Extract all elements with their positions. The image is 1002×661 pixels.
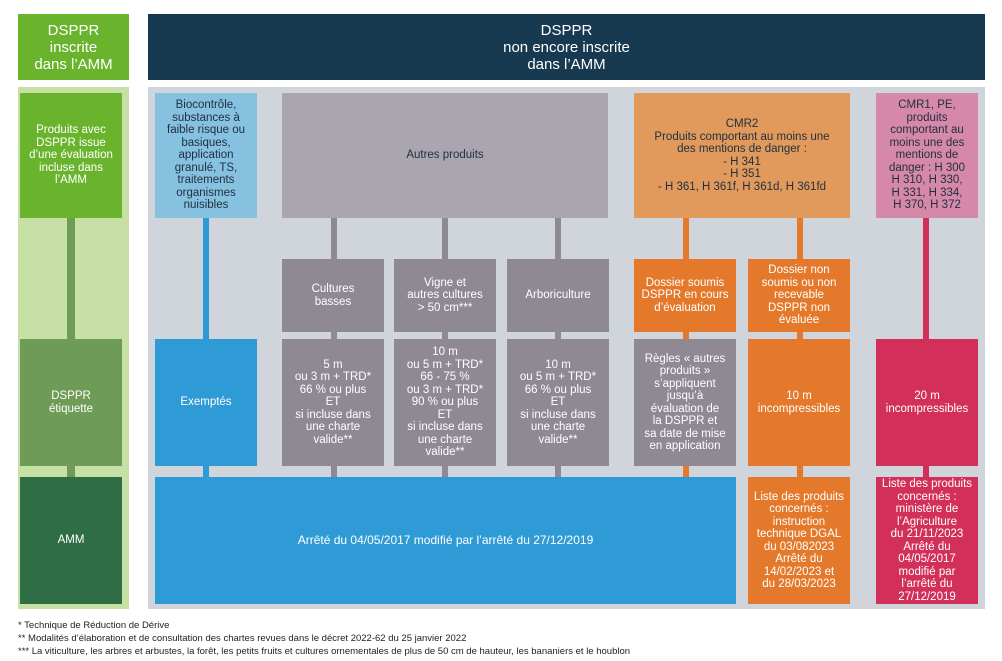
cmr2-arrete-box: Liste des produits concernés : instructi… — [748, 477, 850, 604]
arboriculture-box: Arboriculture — [507, 259, 609, 332]
footnote-cultures: *** La viticulture, les arbres et arbust… — [18, 646, 631, 657]
amm-box: AMM — [20, 477, 122, 604]
cmr1-arrete-box: Liste des produits concernés : ministère… — [876, 477, 978, 604]
cultures-basses-box: Cultures basses — [282, 259, 384, 332]
cmr2-distance-box: 10 m incompressibles — [748, 339, 850, 466]
distance-arboriculture-box: 10 m ou 5 m + TRD* 66 % ou plus ET si in… — [507, 339, 609, 466]
dossier-non-soumis-box: Dossier non soumis ou non recevable DSPP… — [748, 259, 850, 332]
autres-produits-box: Autres produits — [282, 93, 608, 218]
dsppr-etiquette-box: DSPPR étiquette — [20, 339, 122, 466]
regles-autres-produits-box: Règles « autres produits » s’appliquent … — [634, 339, 736, 466]
dossier-soumis-box: Dossier soumis DSPPR en cours d’évaluati… — [634, 259, 736, 332]
cmr1-distance-box: 20 m incompressibles — [876, 339, 978, 466]
exemptes-box: Exemptés — [155, 339, 257, 466]
header-dsppr-inscrite: DSPPR inscrite dans l’AMM — [18, 14, 129, 80]
distance-vigne-box: 10 m ou 5 m + TRD* 66 - 75 % ou 3 m + TR… — [394, 339, 496, 466]
arrete-main-box: Arrêté du 04/05/2017 modifié par l’arrêt… — [155, 477, 736, 604]
cmr2-box: CMR2 Produits comportant au moins une de… — [634, 93, 850, 218]
produits-dsppr-amm-box: Produits avec DSPPR issue d’une évaluati… — [20, 93, 122, 218]
footnote-chartes: ** Modalités d’élaboration et de consult… — [18, 633, 467, 644]
footnote-trd: * Technique de Réduction de Dérive — [18, 620, 170, 631]
distance-cultures-basses-box: 5 m ou 3 m + TRD* 66 % ou plus ET si inc… — [282, 339, 384, 466]
vigne-box: Vigne et autres cultures > 50 cm*** — [394, 259, 496, 332]
biocontrole-box: Biocontrôle, substances à faible risque … — [155, 93, 257, 218]
cmr1-box: CMR1, PE, produits comportant au moins u… — [876, 93, 978, 218]
header-dsppr-non-inscrite: DSPPR non encore inscrite dans l’AMM — [148, 14, 985, 80]
